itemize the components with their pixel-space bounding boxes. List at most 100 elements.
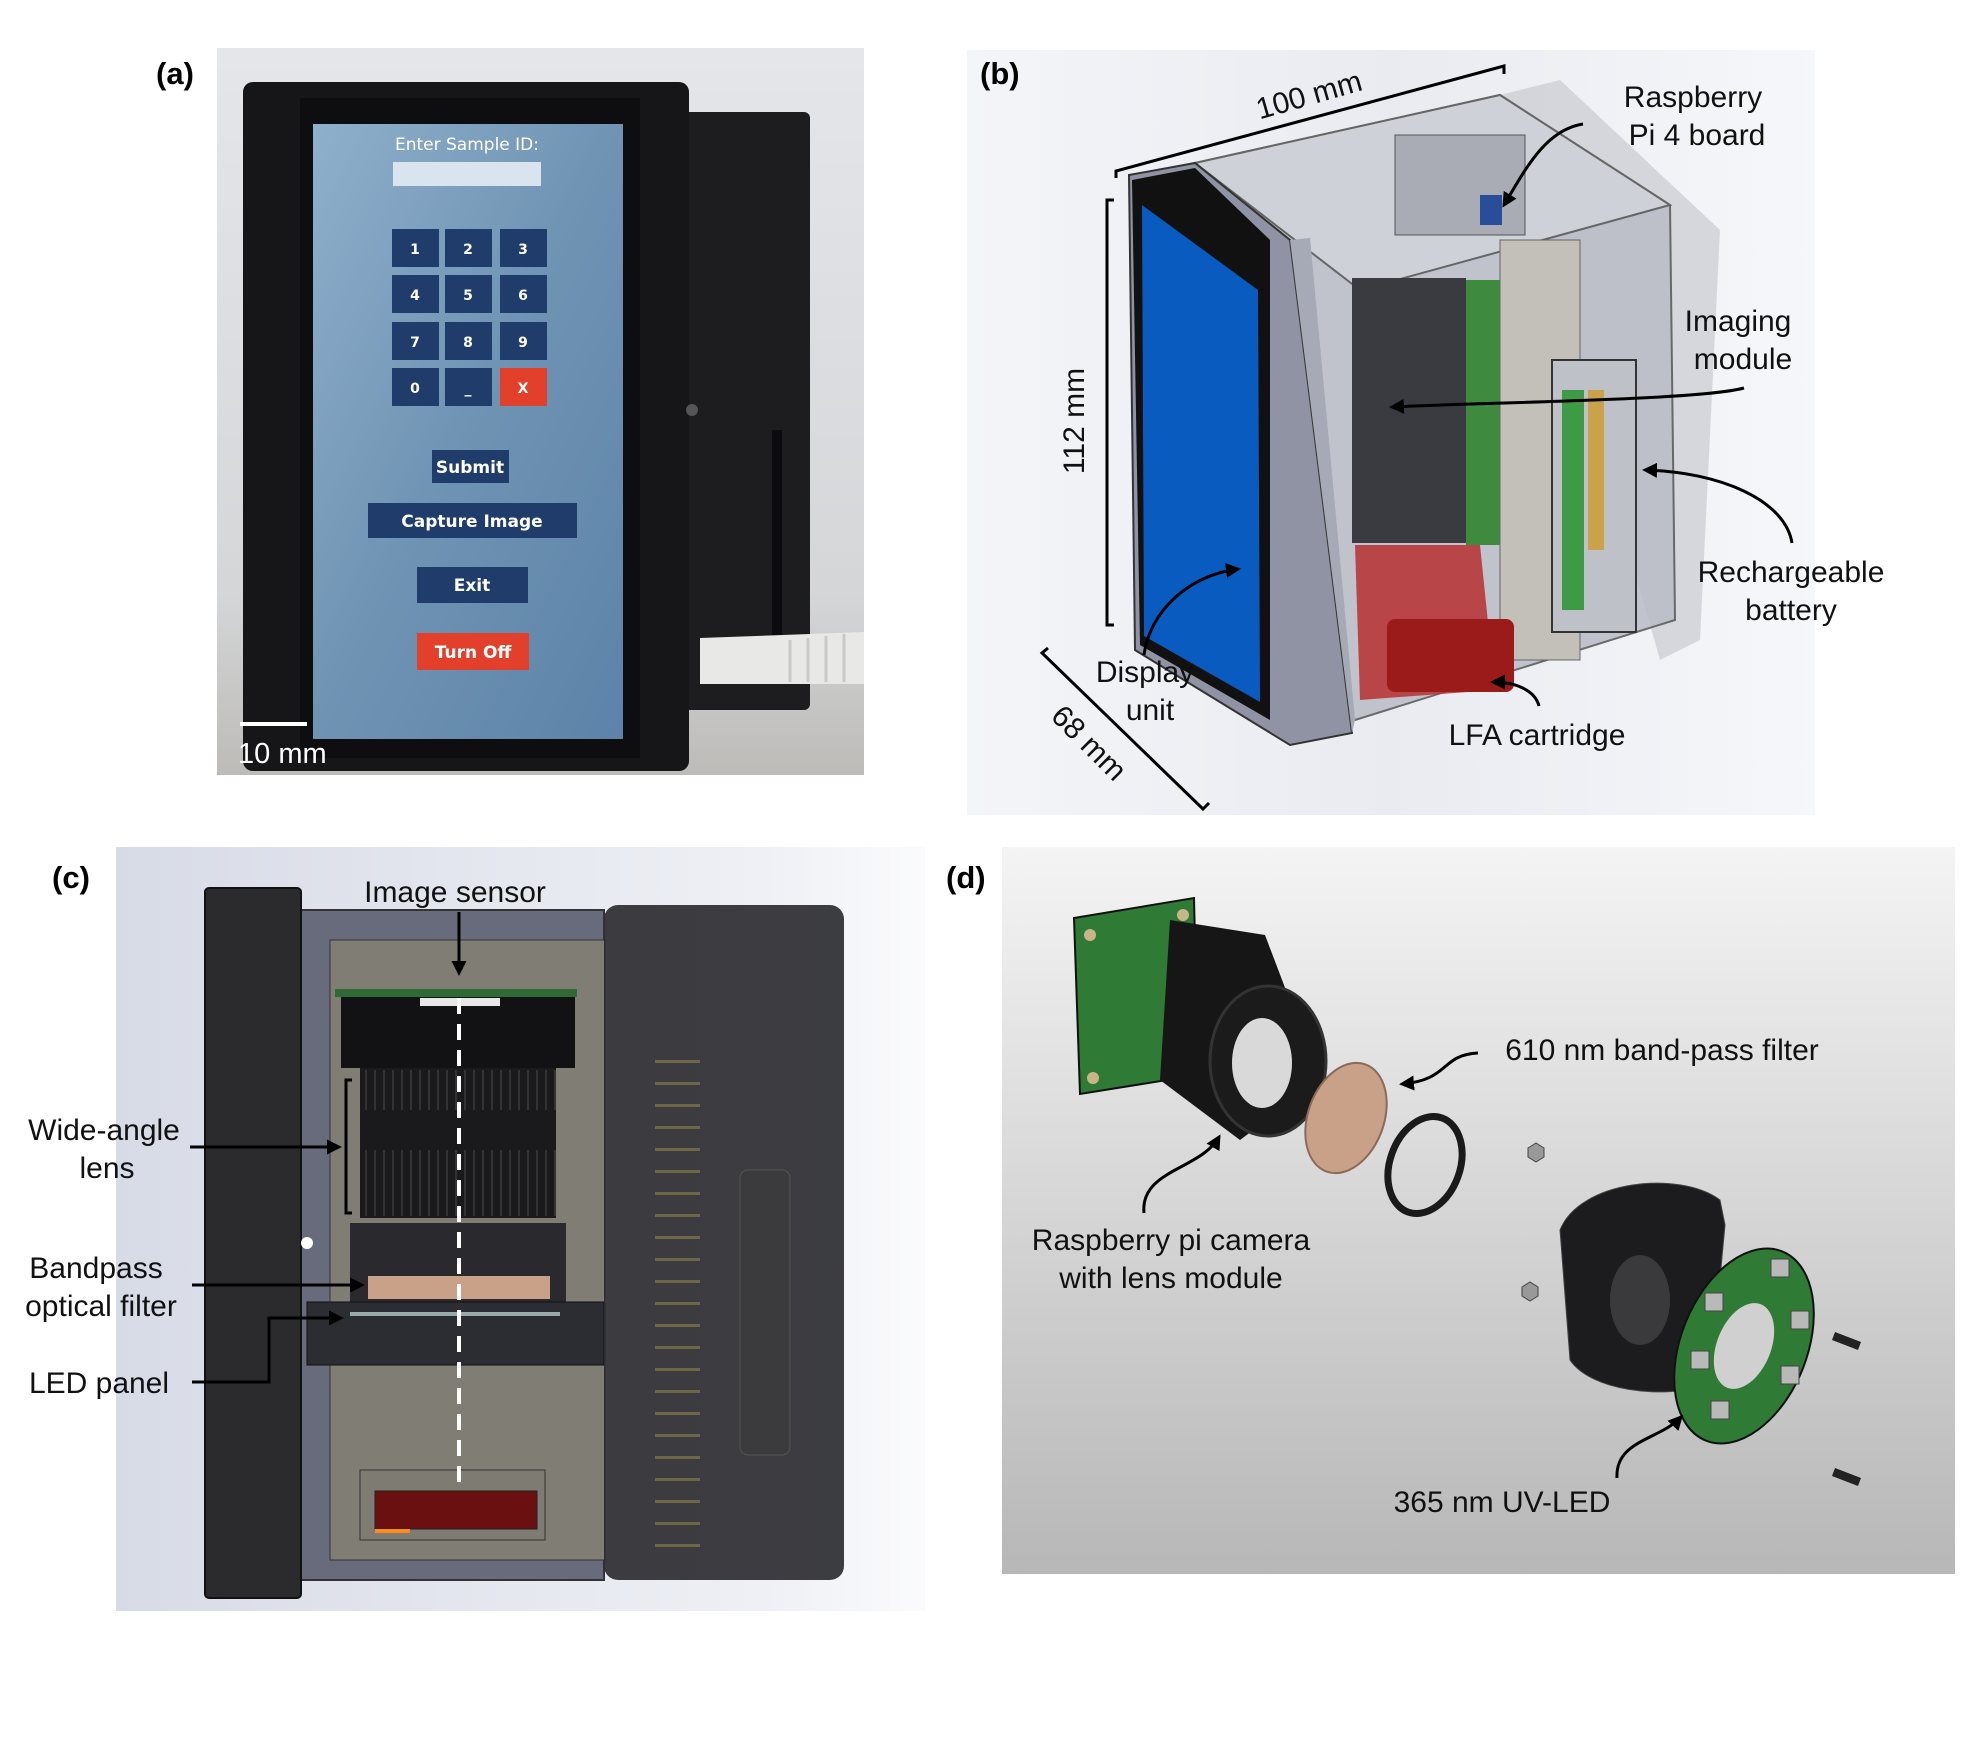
lens-bracket bbox=[344, 1078, 352, 1215]
callout-rpi-2: Pi 4 board bbox=[1629, 119, 1766, 152]
keypad-key[interactable] bbox=[392, 322, 439, 360]
uv-led bbox=[1790, 1310, 1810, 1330]
battery bbox=[1588, 390, 1604, 550]
display-section bbox=[204, 887, 302, 1599]
header-pins bbox=[655, 1060, 700, 1547]
keypad-key[interactable] bbox=[445, 368, 492, 406]
arrow-led bbox=[192, 1310, 344, 1384]
keypad-key-label: 1 bbox=[410, 242, 420, 258]
screw-icon bbox=[686, 404, 698, 416]
sample-pad bbox=[375, 1529, 410, 1533]
sample-id-input[interactable] bbox=[393, 162, 541, 186]
screw bbox=[1832, 1468, 1861, 1486]
keypad-key[interactable] bbox=[392, 275, 439, 313]
retaining-ring bbox=[1384, 1113, 1466, 1217]
header-pin bbox=[655, 1500, 700, 1503]
arrow-display bbox=[1142, 563, 1241, 656]
keypad-key-label: 0 bbox=[410, 381, 420, 397]
keypad-key-label: 7 bbox=[410, 335, 420, 351]
callout-lfa: LFA cartridge bbox=[1449, 719, 1626, 752]
header-pin bbox=[655, 1412, 700, 1415]
bandpass-filter-disc bbox=[1304, 1061, 1388, 1175]
keypad-key-label: X bbox=[518, 381, 529, 397]
callout-lens-2: lens bbox=[79, 1152, 134, 1185]
panel-c: (c) Image sensor Wide-angle lens Bandpas… bbox=[25, 847, 925, 1611]
lfa-cartridge bbox=[1387, 619, 1514, 692]
scale-bar-label: 10 mm bbox=[238, 738, 327, 770]
panel-label-c: (c) bbox=[52, 860, 90, 895]
image-sensor-board bbox=[335, 989, 577, 997]
callout-camera-1: Raspberry pi camera bbox=[1032, 1224, 1311, 1257]
header-pin bbox=[655, 1214, 700, 1217]
keypad-key[interactable] bbox=[500, 322, 547, 360]
keypad-key-label: 5 bbox=[463, 288, 473, 304]
callout-battery-2: battery bbox=[1745, 594, 1837, 627]
header-pin bbox=[655, 1522, 700, 1525]
header-pin bbox=[655, 1478, 700, 1481]
arrow-uvled bbox=[1615, 1414, 1684, 1479]
header-pin bbox=[655, 1302, 700, 1305]
panel-label-d: (d) bbox=[946, 860, 986, 895]
mount-hole bbox=[1177, 909, 1189, 921]
submit-button[interactable] bbox=[432, 450, 509, 483]
electronics-cover bbox=[604, 905, 844, 1580]
panel-label-b: (b) bbox=[980, 56, 1020, 91]
keypad-key[interactable] bbox=[500, 275, 547, 313]
led-panel bbox=[306, 1301, 605, 1366]
exit-label: Exit bbox=[454, 576, 491, 596]
exit-button[interactable] bbox=[417, 567, 528, 603]
header-pin bbox=[655, 1434, 700, 1437]
turn-off-label: Turn Off bbox=[435, 643, 512, 663]
callout-camera-2: with lens module bbox=[1058, 1262, 1282, 1295]
callout-uvled: 365 nm UV-LED bbox=[1394, 1486, 1611, 1519]
callout-imaging-1: Imaging bbox=[1685, 305, 1792, 338]
header-pin bbox=[655, 1324, 700, 1327]
header-pin bbox=[655, 1082, 700, 1085]
usb-cable bbox=[700, 632, 864, 684]
keypad-key[interactable] bbox=[500, 229, 547, 267]
bezel-edge bbox=[1290, 238, 1355, 733]
keypad-key[interactable] bbox=[445, 322, 492, 360]
header-pin bbox=[655, 1544, 700, 1547]
raspberry-pi-board bbox=[1394, 134, 1526, 236]
keypad-key-label: 3 bbox=[518, 242, 528, 258]
keypad-key[interactable] bbox=[500, 368, 547, 406]
capture-image-button[interactable] bbox=[368, 503, 577, 538]
header-pin bbox=[655, 1258, 700, 1261]
arrow-lfa bbox=[1490, 674, 1541, 707]
keypad-key-label: 2 bbox=[463, 242, 473, 258]
callout-filter-2: optical filter bbox=[25, 1290, 177, 1323]
callout-imaging-2: module bbox=[1694, 343, 1792, 376]
mount-hole bbox=[1087, 1072, 1099, 1084]
callout-battery-1: Rechargeable bbox=[1698, 556, 1885, 589]
header-pin bbox=[655, 1148, 700, 1151]
keypad-key[interactable] bbox=[392, 368, 439, 406]
uv-led bbox=[1780, 1365, 1800, 1385]
keypad-key-label: _ bbox=[465, 381, 472, 397]
callout-display-1: Display bbox=[1096, 656, 1194, 689]
uv-led bbox=[1770, 1258, 1790, 1278]
lfa-cartridge-section bbox=[374, 1490, 538, 1530]
header-pin bbox=[655, 1280, 700, 1283]
device-slot bbox=[772, 430, 782, 660]
callout-display-2: unit bbox=[1126, 694, 1175, 727]
keypad-key[interactable] bbox=[392, 229, 439, 267]
led-ring-hole bbox=[1713, 1303, 1775, 1389]
screw bbox=[1832, 1332, 1861, 1350]
uv-led bbox=[1704, 1292, 1724, 1312]
turn-off-button[interactable] bbox=[417, 633, 529, 670]
dimension-width-line bbox=[1114, 64, 1506, 178]
cable-ribs bbox=[788, 634, 846, 682]
keypad-key-label: 6 bbox=[518, 288, 528, 304]
nut bbox=[1527, 1142, 1545, 1163]
display-screen bbox=[1142, 205, 1260, 702]
keypad-key[interactable] bbox=[445, 229, 492, 267]
uv-led bbox=[1690, 1350, 1710, 1370]
header-pin bbox=[655, 1236, 700, 1239]
arrow-filter bbox=[1399, 1051, 1479, 1091]
led-strip bbox=[350, 1312, 560, 1316]
callout-rpi-1: Raspberry bbox=[1624, 81, 1762, 114]
keypad-key[interactable] bbox=[445, 275, 492, 313]
